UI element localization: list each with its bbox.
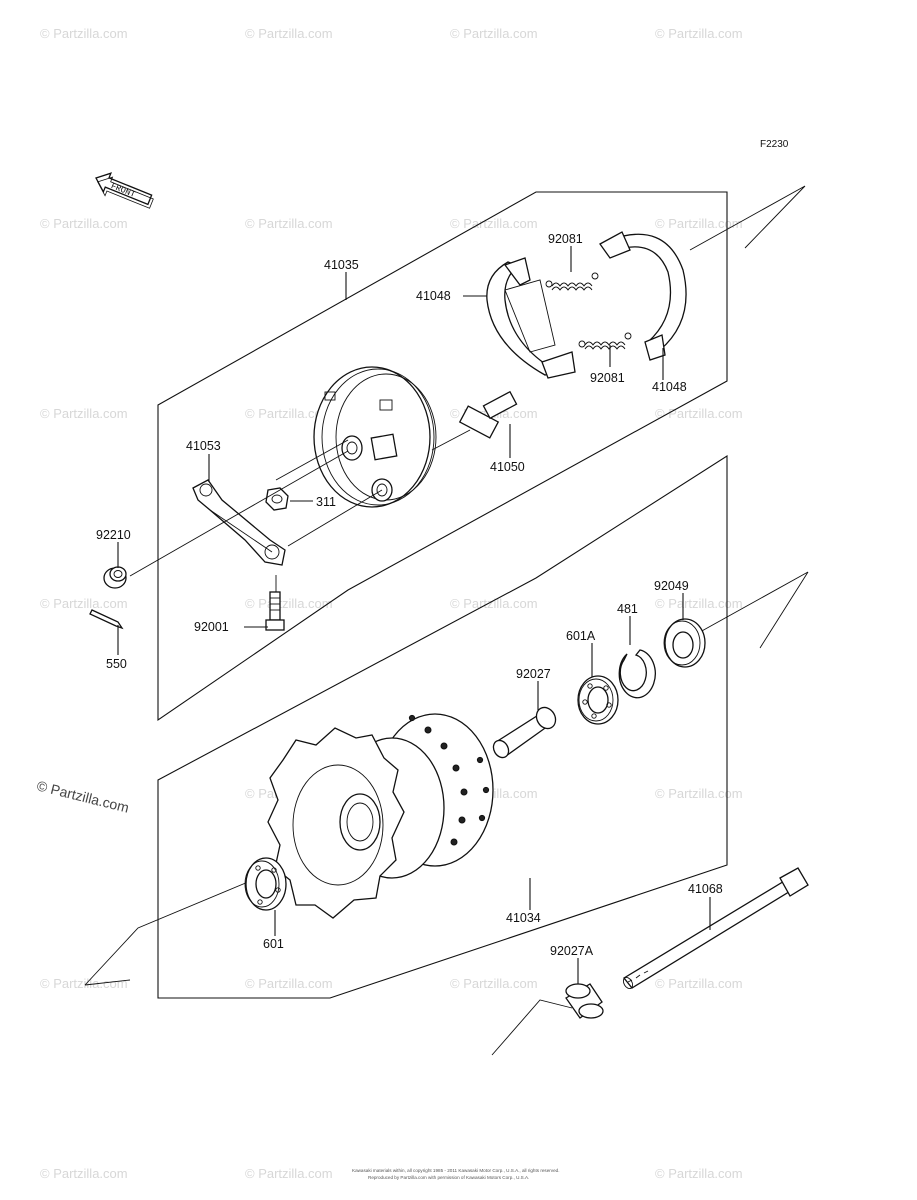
part-label-41034[interactable]: 41034 xyxy=(506,911,541,925)
watermark: © Partzilla.com xyxy=(450,976,538,991)
diagram-code: F2230 xyxy=(760,139,789,150)
watermark: © Partzilla.com xyxy=(245,1166,333,1181)
watermark: © Partzilla.com xyxy=(40,976,128,991)
part-label-481[interactable]: 481 xyxy=(617,602,638,616)
part-label-41048[interactable]: 41048 xyxy=(652,380,687,394)
watermark: © Partzilla.com xyxy=(245,976,333,991)
part-label-92001[interactable]: 92001 xyxy=(194,620,229,634)
brake-panel-41035 xyxy=(313,366,437,508)
watermark: © Partzilla.com xyxy=(450,26,538,41)
watermark: © Partzilla.com xyxy=(450,216,538,231)
part-label-92081[interactable]: 92081 xyxy=(590,371,625,385)
watermark: © Partzilla.com xyxy=(40,26,128,41)
cotter-pin-550 xyxy=(89,609,124,630)
part-label-92210[interactable]: 92210 xyxy=(96,528,131,542)
axle-41068 xyxy=(622,867,809,990)
copyright-line-1: Kawasaki materials within, all copyright… xyxy=(352,1168,560,1173)
arrow-lines xyxy=(84,185,809,1056)
brake-shoe-right-41048 xyxy=(599,231,687,361)
watermark: © Partzilla.com xyxy=(655,1166,743,1181)
circlip-481 xyxy=(618,649,656,699)
leader-lines xyxy=(117,246,711,984)
part-label-311[interactable]: 311 xyxy=(316,495,336,509)
part-label-92049[interactable]: 92049 xyxy=(654,579,689,593)
oil-seal-92049 xyxy=(663,618,706,668)
hub-box xyxy=(157,454,728,999)
spring-92081-upper xyxy=(545,272,599,291)
part-label-601[interactable]: 601 xyxy=(263,937,284,951)
watermark: © Partzilla.com xyxy=(40,1166,128,1181)
part-label-601A[interactable]: 601A xyxy=(566,629,596,643)
part-label-92027[interactable]: 92027 xyxy=(516,667,551,681)
watermark: © Partzilla.com xyxy=(655,786,743,801)
watermark: © Partzilla.com xyxy=(450,596,538,611)
front-arrow-icon: FRONT xyxy=(95,172,154,209)
part-label-41050[interactable]: 41050 xyxy=(490,460,525,474)
watermark: © Partzilla.com xyxy=(655,406,743,421)
watermark: © Partzilla.com xyxy=(40,406,128,421)
nut-311 xyxy=(265,487,289,511)
collar-92027A xyxy=(565,983,604,1019)
watermark: © Partzilla.com xyxy=(655,216,743,231)
watermark: © Partzilla.com xyxy=(245,216,333,231)
brake-lever-41053 xyxy=(192,479,286,566)
part-label-41053[interactable]: 41053 xyxy=(186,439,221,453)
watermark: © Partzilla.com xyxy=(40,216,128,231)
part-labels: 41035 41048 92081 92081 41048 41053 4105… xyxy=(96,232,723,958)
part-label-550[interactable]: 550 xyxy=(106,657,127,671)
brake-shoe-left-41048 xyxy=(486,257,576,379)
watermark: © Partzilla.com xyxy=(40,596,128,611)
spacer-92027 xyxy=(492,706,557,759)
bolt-92001 xyxy=(265,591,285,631)
part-label-92081[interactable]: 92081 xyxy=(548,232,583,246)
watermark: © Partzilla.com xyxy=(655,596,743,611)
part-label-41035[interactable]: 41035 xyxy=(324,258,359,272)
bearing-601A xyxy=(577,675,619,725)
brake-panel-box xyxy=(157,191,728,722)
watermark: © Partzilla.com xyxy=(655,26,743,41)
bearing-601 xyxy=(244,857,287,911)
watermark: © Partzilla.com xyxy=(655,976,743,991)
cam-shaft-41050 xyxy=(431,390,518,451)
axle-nut-92210 xyxy=(103,566,127,589)
part-label-41048[interactable]: 41048 xyxy=(416,289,451,303)
part-label-92027A[interactable]: 92027A xyxy=(550,944,594,958)
watermark: © Partzilla.com xyxy=(245,26,333,41)
watermark: © Partzilla.com xyxy=(245,596,333,611)
partzilla-watermark: © Partzilla.com xyxy=(35,777,130,815)
copyright-line-2: Reproduced by Partzilla.com with permiss… xyxy=(368,1175,529,1180)
watermark-grid: © Partzilla.com © Partzilla.com © Partzi… xyxy=(40,26,743,1181)
spring-92081-lower xyxy=(578,332,632,350)
wheel-hub-41034 xyxy=(267,713,494,919)
watermark: © Partzilla.com xyxy=(245,406,333,421)
part-label-41068[interactable]: 41068 xyxy=(688,882,723,896)
